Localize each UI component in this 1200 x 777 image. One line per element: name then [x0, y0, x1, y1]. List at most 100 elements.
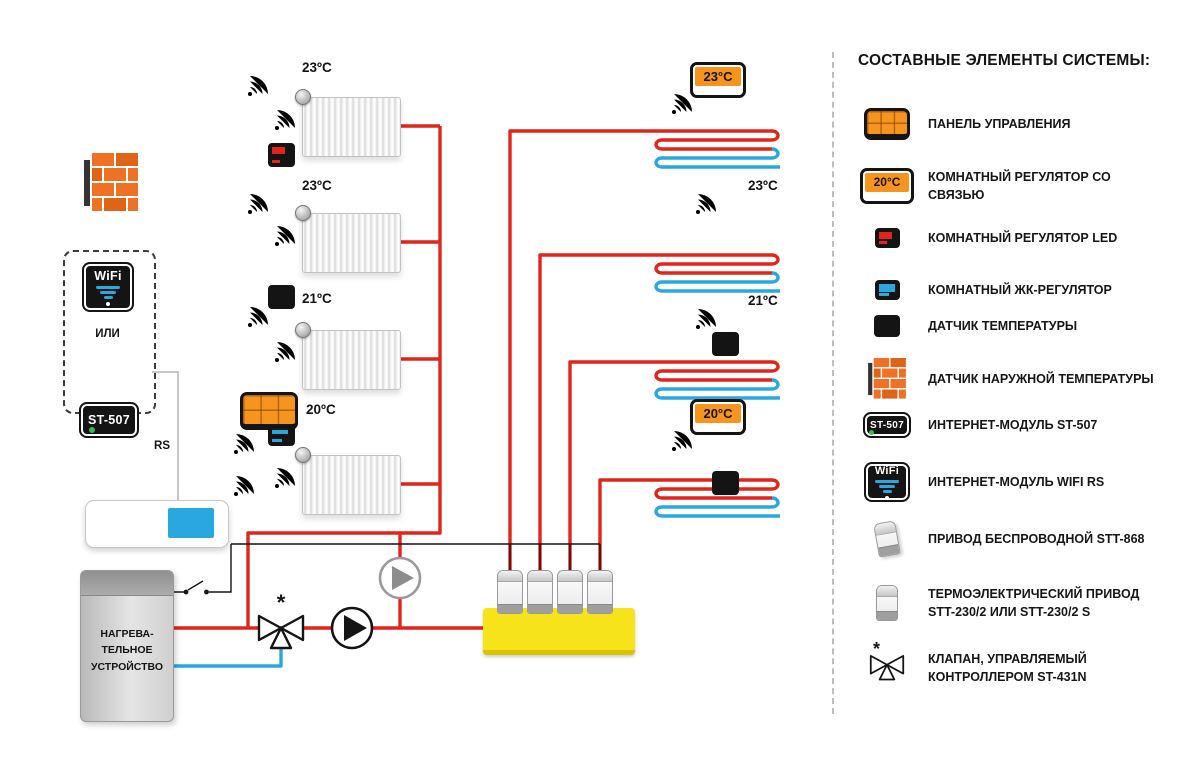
legend-icon-cell: [858, 315, 916, 337]
status-led: [89, 427, 95, 433]
legend-label: ИНТЕРНЕТ-МОДУЛЬ WIFI RS: [928, 474, 1105, 489]
lcd-regulator-icon: [874, 280, 900, 300]
floor-temp-label-2: 23ºC: [748, 178, 778, 193]
legend-label: ТЕРМОЭЛЕКТРИЧЕСКИЙ ПРИВОД STT-230/2 ИЛИ …: [928, 587, 1140, 620]
legend-icon-cell: [858, 585, 916, 622]
st507-module-icon: ST-507: [79, 402, 139, 438]
st507-module-icon: ST-507: [863, 412, 911, 438]
legend-icon-cell: WiFi: [858, 462, 916, 502]
floor-temp-label-3: 21ºC: [748, 293, 778, 308]
temp-sensor-icon: [874, 315, 900, 337]
temp-sensor-icon-1: [268, 285, 295, 309]
room-temp-label-4: 20ºC: [306, 402, 336, 417]
legend-icon-cell: *: [858, 639, 916, 686]
led-regulator-icon: [268, 143, 295, 167]
legend-title: СОСТАВНЫЕ ЭЛЕМЕНТЫ СИСТЕМЫ:: [858, 52, 1151, 69]
floor-heating-coil-2: [650, 253, 782, 293]
manifold-actuator-1: [497, 570, 523, 614]
valve-asterisk: *: [873, 639, 881, 660]
valve-asterisk: *: [276, 590, 286, 615]
legend-icon-cell: [858, 358, 916, 400]
manifold-actuator-2: [527, 570, 553, 614]
room-temp-label-1: 23ºC: [302, 60, 332, 75]
legend-icon-cell: ST-507: [858, 412, 916, 438]
st507-module-label: ST-507: [87, 413, 131, 427]
wifi-signal-bars: [875, 479, 899, 500]
radiator-2: [302, 213, 401, 273]
room-regulator-comm-icon: 20°C: [860, 168, 914, 205]
legend-label: ПАНЕЛЬ УПРАВЛЕНИЯ: [928, 116, 1071, 131]
radiator-4: [302, 455, 401, 515]
legend-label: КЛАПАН, УПРАВЛЯЕМЫЙ КОНТРОЛЛЕРОМ ST-431N: [928, 652, 1087, 685]
legend-label: ПРИВОД БЕСПРОВОДНОЙ STT-868: [928, 531, 1145, 546]
thermoelectric-actuator-icon: [876, 585, 898, 622]
heating-device: НАГРЕВА- ТЕЛЬНОЕ УСТРОЙСТВО: [80, 570, 174, 722]
outdoor-temp-sensor-icon: [84, 153, 138, 211]
regulator-screen: 20°C: [865, 173, 909, 192]
legend-item-temp-sensor: ДАТЧИК ТЕМПЕРАТУРЫ: [858, 315, 1180, 337]
legend-item-wifi-rs: WiFi ИНТЕРНЕТ-МОДУЛЬ WIFI RS: [858, 462, 1180, 502]
radiator-actuator-knob-1: [295, 89, 311, 105]
wifi-module-label: WiFi: [874, 464, 900, 477]
legend: СОСТАВНЫЕ ЭЛЕМЕНТЫ СИСТЕМЫ: ПАНЕЛЬ УПРАВ…: [858, 52, 1188, 752]
floor-heating-coil-3: [650, 360, 782, 400]
legend-item-wireless-actuator: ПРИВОД БЕСПРОВОДНОЙ STT-868: [858, 520, 1180, 558]
radiator-actuator-knob-3: [295, 322, 311, 338]
valve-icon-wrap: *: [869, 639, 905, 686]
or-label: ИЛИ: [95, 328, 120, 340]
pump-icon-primary: [330, 606, 374, 650]
manifold: [483, 608, 635, 655]
legend-item-outdoor-sensor: ДАТЧИК НАРУЖНОЙ ТЕМПЕРАТУРЫ: [858, 358, 1180, 400]
heating-device-top-panel: [81, 571, 173, 596]
wifi-module-icon: WiFi: [82, 262, 134, 312]
room-regulator-comm-1: 23°C: [690, 62, 746, 98]
floor-heating-coil-1: [650, 129, 782, 169]
blue-pipe: [171, 646, 283, 668]
legend-item-valve: * КЛАПАН, УПРАВЛЯЕМЫЙ КОНТРОЛЛЕРОМ ST-43…: [858, 639, 1180, 686]
legend-item-control-panel: ПАНЕЛЬ УПРАВЛЕНИЯ: [858, 108, 1180, 140]
legend-label: ИНТЕРНЕТ-МОДУЛЬ ST-507: [928, 417, 1098, 432]
legend-icon-cell: [858, 228, 916, 248]
legend-label: ДАТЧИК ТЕМПЕРАТУРЫ: [928, 318, 1078, 333]
wifi-module-label: WiFi: [94, 268, 122, 283]
legend-item-led-regulator: КОМНАТНЫЙ РЕГУЛЯТОР LED: [858, 228, 1180, 248]
legend-label: КОМНАТНЫЙ РЕГУЛЯТОР СО СВЯЗЬЮ: [928, 170, 1111, 203]
room-regulator-comm-2: 20°C: [690, 399, 746, 435]
legend-icon-cell: [858, 108, 916, 140]
separator-line: [832, 52, 834, 714]
legend-item-st507: ST-507 ИНТЕРНЕТ-МОДУЛЬ ST-507: [858, 412, 1180, 438]
legend-label: КОМНАТНЫЙ РЕГУЛЯТОР LED: [928, 230, 1118, 245]
led-regulator-icon: [874, 228, 900, 248]
legend-icon-cell: 20°C: [858, 168, 916, 205]
main-controller: [85, 500, 229, 548]
outdoor-temp-sensor-icon: [868, 358, 906, 399]
heating-device-label: НАГРЕВА- ТЕЛЬНОЕ УСТРОЙСТВО: [90, 628, 164, 673]
room-temp-label-2: 23ºC: [302, 178, 332, 193]
wifi-signal-bars: [96, 285, 120, 306]
wireless-actuator-icon: [873, 520, 901, 558]
control-panel-icon: [864, 108, 910, 140]
rs-label: RS: [154, 440, 170, 452]
manifold-actuator-3: [557, 570, 583, 614]
legend-item-thermoelectric-actuator: ТЕРМОЭЛЕКТРИЧЕСКИЙ ПРИВОД STT-230/2 ИЛИ …: [858, 585, 1180, 622]
st507-module-label: ST-507: [869, 419, 905, 431]
legend-label: ДАТЧИК НАРУЖНОЙ ТЕМПЕРАТУРЫ: [928, 371, 1154, 386]
legend-label: КОМНАТНЫЙ ЖК-РЕГУЛЯТОР: [928, 282, 1112, 297]
radiator-1: [302, 97, 401, 157]
room-temp-label-3: 21ºC: [302, 291, 332, 306]
legend-item-lcd-regulator: КОМНАТНЫЙ ЖК-РЕГУЛЯТОР: [858, 280, 1180, 300]
temp-sensor-icon-3: [712, 471, 739, 495]
red-pipes: [171, 124, 652, 630]
radiator-3: [302, 330, 401, 390]
wifi-module-icon: WiFi: [864, 462, 910, 502]
control-panel-icon: [240, 392, 298, 430]
status-led: [869, 430, 874, 435]
legend-icon-cell: [858, 280, 916, 300]
mixing-valve-icon: [257, 614, 305, 650]
legend-icon-cell: [858, 520, 916, 558]
manifold-actuator-4: [587, 570, 613, 614]
pump-icon-secondary: [378, 556, 422, 600]
controller-screen: [168, 508, 214, 538]
legend-item-room-regulator-comm: 20°C КОМНАТНЫЙ РЕГУЛЯТОР СО СВЯЗЬЮ: [858, 168, 1180, 205]
